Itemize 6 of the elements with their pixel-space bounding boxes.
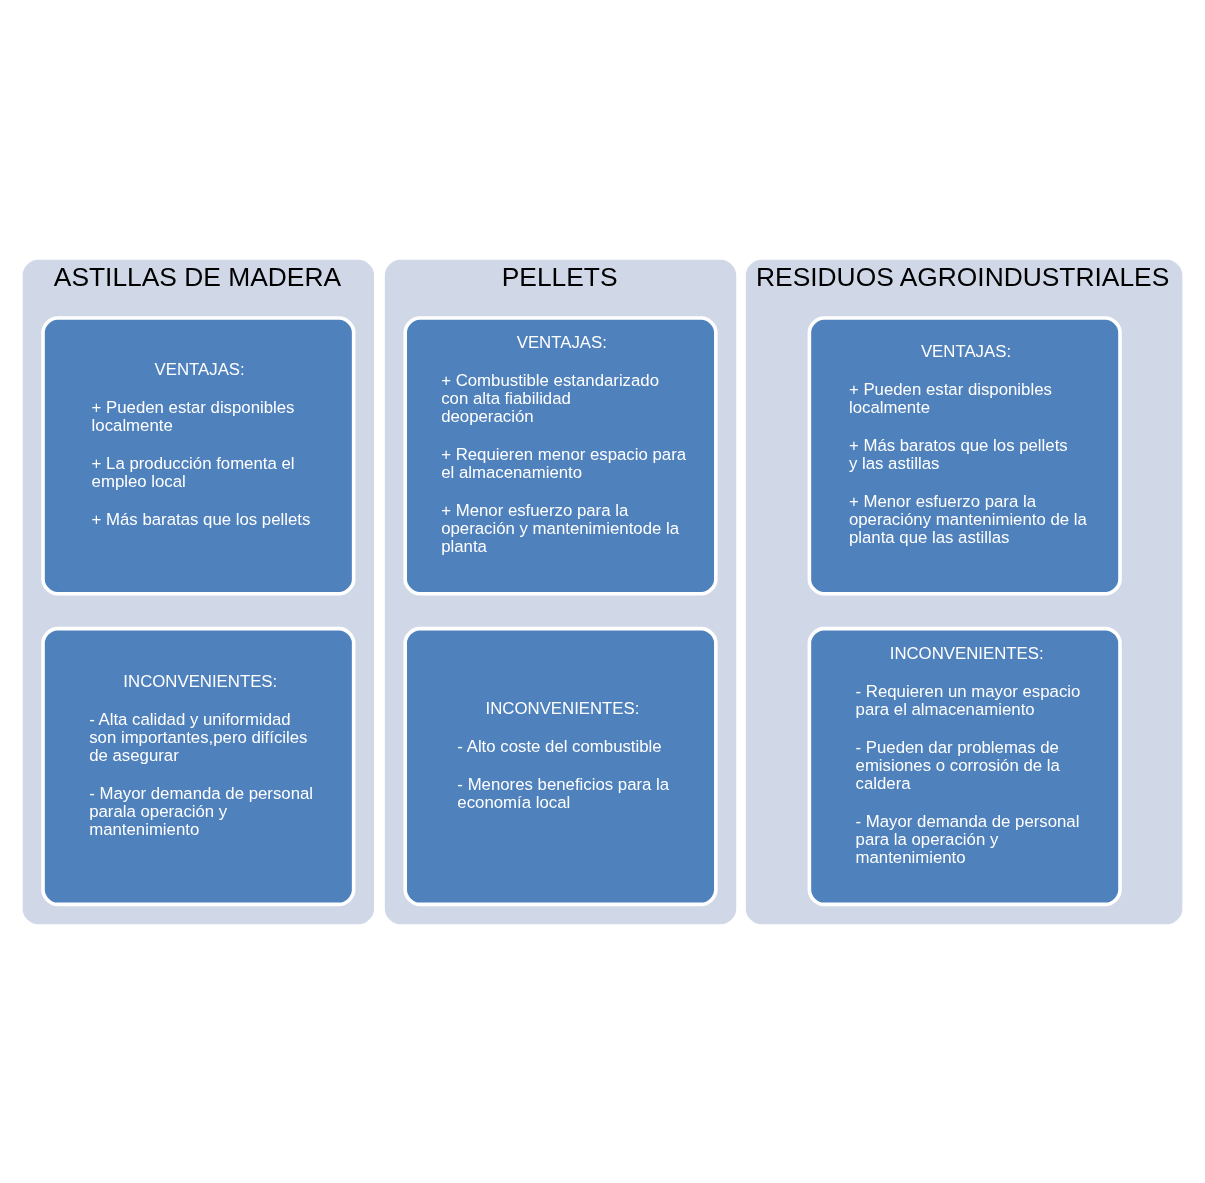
node-box: VENTAJAS: + Combustible estandarizado con alta fiabilidad deoperación + Requieren menor espacio para el almacenamiento + Menor esfuerzo para la operación y mantenimientode la planta xyxy=(403,315,718,596)
node-box: INCONVENIENTES: - Alta calidad y uniformidad son importantes,pero difíciles de asegurar - Mayor demanda de personal parala operación y mantenimiento xyxy=(41,626,356,906)
node-box: VENTAJAS: + Pueden estar disponibles localmente + La producción fomenta el empleo local + Más baratas que los pellets xyxy=(41,315,356,596)
node-box: VENTAJAS: + Pueden estar disponibles localmente + Más baratos que los pellets y las astillas + Menor esfuerzo para la operacióny mantenimiento de la planta que las astillas xyxy=(807,315,1122,596)
node-box: INCONVENIENTES: - Alto coste del combustible - Menores beneficios para la economía local xyxy=(403,626,718,906)
node-box: INCONVENIENTES: - Requieren un mayor espacio para el almacenamiento - Pueden dar problemas de emisiones o corrosión de la caldera - Mayor demanda de personal para la operación y mantenimiento xyxy=(807,626,1122,906)
